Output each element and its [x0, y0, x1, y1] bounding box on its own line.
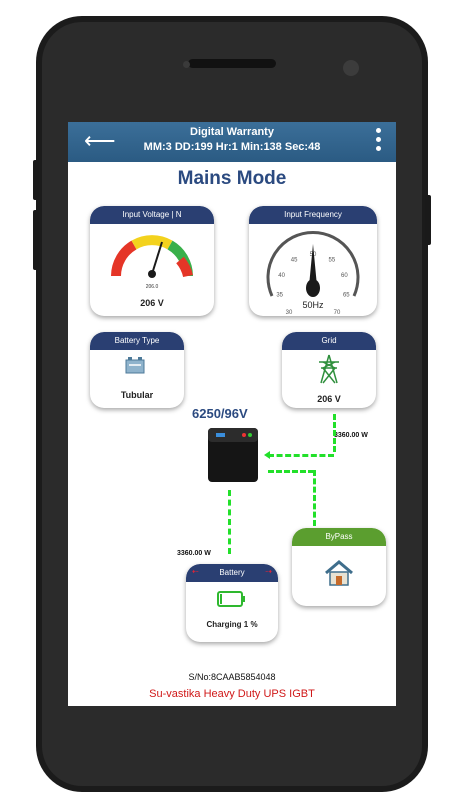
input-frequency-card[interactable]: Input Frequency 303540455055606570 50Hz [249, 206, 377, 316]
battery-status: Charging 1 % [206, 620, 258, 629]
battery-type-card[interactable]: Battery Type Tubular [90, 332, 184, 408]
frequency-tick-label: 30 [286, 310, 293, 316]
input-voltage-value: 206 V [140, 298, 164, 308]
battery-flow-line [228, 490, 231, 554]
warranty-timer: MM:3 DD:199 Hr:1 Min:138 Sec:48 [143, 141, 321, 153]
grid-to-inverter-flow [268, 454, 334, 457]
overflow-menu-icon[interactable] [376, 128, 382, 155]
flow-arrow-icon [264, 451, 270, 459]
volume-button-2 [33, 210, 39, 270]
battery-charging-icon [217, 591, 245, 607]
front-camera-icon [343, 60, 359, 76]
brand-name: Su-vastika Heavy Duty UPS IGBT [149, 688, 315, 700]
input-frequency-value: 50Hz [302, 300, 324, 310]
house-icon [325, 560, 353, 586]
gauge-readout: 206.0 [146, 284, 159, 290]
voltage-needle [151, 241, 163, 275]
bypass-card[interactable]: ByPass [292, 528, 386, 606]
battery-bank-icon [125, 357, 145, 374]
app-bar: ⟵ Digital Warranty MM:3 DD:199 Hr:1 Min:… [68, 122, 396, 162]
grid-value: 206 V [317, 394, 341, 404]
frequency-tick-label: 55 [329, 258, 336, 264]
input-voltage-card[interactable]: Input Voltage | N 206.0 206 V [90, 206, 214, 316]
sensor-icon [183, 61, 190, 68]
serial-number: S/No:8CAAB5854048 [188, 672, 276, 682]
bypass-flow-line [268, 470, 314, 473]
frequency-tick-label: 40 [278, 273, 285, 279]
frequency-tick-label: 45 [291, 258, 298, 264]
bypass-flow-vertical [313, 470, 316, 526]
left-arrow-icon: ⇠ [192, 567, 199, 576]
battery-title: Battery [186, 564, 278, 582]
mode-title: Mains Mode [177, 168, 287, 189]
transmission-tower-icon [319, 354, 339, 384]
grid-title: Grid [282, 332, 376, 350]
voltage-gauge: 206.0 [111, 235, 193, 290]
volume-button [33, 160, 39, 200]
back-arrow-icon[interactable]: ⟵ [84, 128, 116, 153]
inverter-icon[interactable] [204, 426, 264, 486]
inverter-rating: 6250/96V [192, 406, 248, 421]
grid-card[interactable]: Grid 206 V [282, 332, 376, 408]
earpiece-speaker [188, 59, 276, 68]
frequency-tick-label: 70 [334, 310, 341, 316]
battery-type-title: Battery Type [90, 332, 184, 350]
app-title: Digital Warranty [190, 126, 274, 138]
grid-flow-line [333, 414, 336, 452]
app-screen: ⟵ Digital Warranty MM:3 DD:199 Hr:1 Min:… [68, 122, 396, 706]
bypass-title: ByPass [292, 528, 386, 546]
frequency-tick-label: 60 [341, 273, 348, 279]
input-frequency-title: Input Frequency [249, 206, 377, 224]
frequency-tick-label: 65 [343, 293, 350, 299]
input-voltage-title: Input Voltage | N [90, 206, 214, 224]
frequency-tick-label: 35 [276, 293, 283, 299]
frequency-dial: 303540455055606570 [266, 231, 360, 316]
grid-power-readout: 3360.00 W [334, 432, 368, 439]
power-button [425, 195, 431, 245]
battery-power-readout: 3360.00 W [177, 550, 211, 557]
right-arrow-icon: ⇢ [265, 567, 272, 576]
battery-card[interactable]: Battery ⇠ ⇢ Charging 1 % [186, 564, 278, 642]
frequency-needle [309, 244, 317, 286]
battery-type-value: Tubular [120, 390, 154, 400]
battery-level-fill [220, 594, 222, 604]
